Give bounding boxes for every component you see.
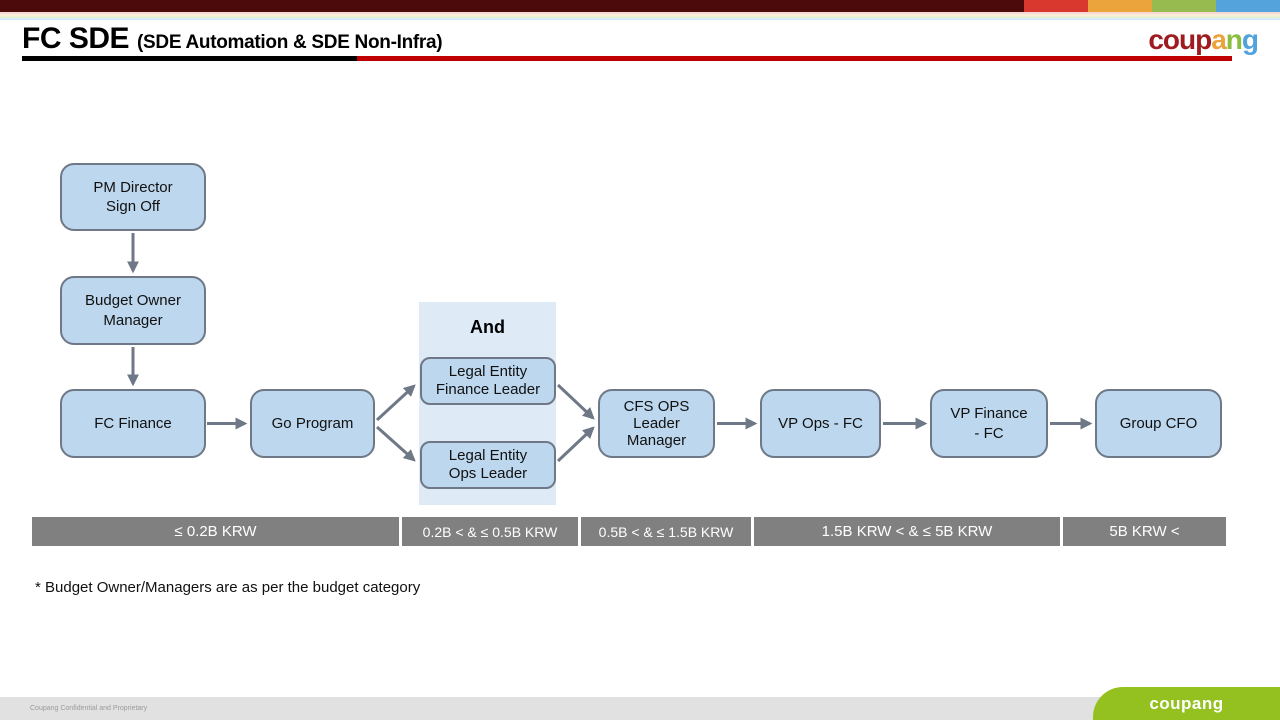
node-label-line: FC Finance	[94, 414, 172, 432]
stripe-tint-red	[0, 12, 1280, 14]
node-legal-entity-finance-leader: Legal Entity Finance Leader	[420, 357, 556, 405]
threshold-label: 0.2B < & ≤ 0.5B KRW	[422, 523, 558, 540]
logo-letters-coup: coup	[1148, 24, 1212, 55]
threshold-label: 1.5B KRW < & ≤ 5B KRW	[821, 523, 993, 540]
node-fc-finance: FC Finance	[60, 389, 206, 458]
and-label: And	[470, 317, 505, 337]
node-budget-owner-manager: Budget Owner Manager	[60, 276, 206, 345]
node-vp-finance-fc: VP Finance - FC	[930, 389, 1048, 458]
node-label-line: PM Director	[93, 178, 173, 196]
node-label-line: VP Finance	[950, 405, 1028, 423]
stripe-tint-blue	[0, 18, 1280, 20]
threshold-label: 5B KRW <	[1109, 523, 1180, 540]
top-stripe-tint	[0, 12, 1280, 20]
stripe-tint-orange	[0, 14, 1280, 16]
threshold-bar-3: 0.5B < & ≤ 1.5B KRW	[581, 517, 751, 546]
node-label-line: - FC	[974, 424, 1004, 442]
node-label-line: VP Ops - FC	[778, 414, 863, 432]
stripe-segment-red	[1024, 0, 1088, 12]
node-go-program: Go Program	[250, 389, 375, 458]
node-pm-director-sign-off: PM Director Sign Off	[60, 163, 206, 231]
node-vp-ops-fc: VP Ops - FC	[760, 389, 881, 458]
threshold-label: 0.5B < & ≤ 1.5B KRW	[598, 523, 734, 540]
footnote: * Budget Owner/Managers are as per the b…	[35, 579, 421, 596]
node-label-line: Legal Entity	[448, 363, 528, 380]
node-legal-entity-ops-leader: Legal Entity Ops Leader	[420, 441, 556, 489]
top-stripe	[0, 0, 1280, 12]
threshold-bar-2: 0.2B < & ≤ 0.5B KRW	[402, 517, 578, 546]
title-underline	[22, 56, 1232, 61]
node-cfs-ops-leader-manager: CFS OPS Leader Manager	[598, 389, 715, 458]
coupang-footer-logo: coupang	[1093, 687, 1280, 720]
node-label-line: Manager	[626, 432, 687, 450]
page-title: FC SDE	[22, 22, 130, 55]
coupang-logo: coupang	[1148, 24, 1259, 56]
stripe-tint-green	[0, 16, 1280, 18]
threshold-bar-1: ≤ 0.2B KRW	[32, 517, 399, 546]
node-label-line: Leader	[633, 414, 680, 432]
node-group-cfo: Group CFO	[1095, 389, 1222, 458]
page-subtitle: (SDE Automation & SDE Non-Infra)	[137, 32, 443, 53]
node-label-line: Ops Leader	[448, 465, 528, 482]
node-label-line: Group CFO	[1119, 414, 1198, 432]
header: FC SDE (SDE Automation & SDE Non-Infra)	[22, 22, 443, 56]
confidentiality-notice: Coupang Confidential and Proprietary	[30, 705, 148, 712]
node-label-line: Finance Leader	[435, 381, 541, 398]
node-label-line: Legal Entity	[448, 447, 528, 464]
threshold-bar-5: 5B KRW <	[1063, 517, 1226, 546]
node-label-line: Sign Off	[106, 198, 160, 215]
threshold-label: ≤ 0.2B KRW	[174, 523, 257, 540]
stripe-segment-blue	[1216, 0, 1280, 12]
node-label-line: Go Program	[271, 414, 354, 432]
node-label-line: CFS OPS	[623, 397, 690, 415]
node-label-line: Budget Owner	[85, 292, 181, 310]
stripe-segment-green	[1152, 0, 1216, 12]
logo-letter-n: n	[1225, 24, 1243, 55]
coupang-footer-logo-text: coupang	[1149, 693, 1224, 713]
footer-bar: Coupang Confidential and Proprietary	[0, 697, 1280, 720]
logo-letter-g: g	[1241, 24, 1259, 55]
logo-letter-a: a	[1211, 24, 1227, 55]
threshold-bar-4: 1.5B KRW < & ≤ 5B KRW	[754, 517, 1060, 546]
node-label-line: Manager	[103, 311, 163, 329]
stripe-segment-orange	[1088, 0, 1152, 12]
title-underline-black	[22, 56, 357, 61]
